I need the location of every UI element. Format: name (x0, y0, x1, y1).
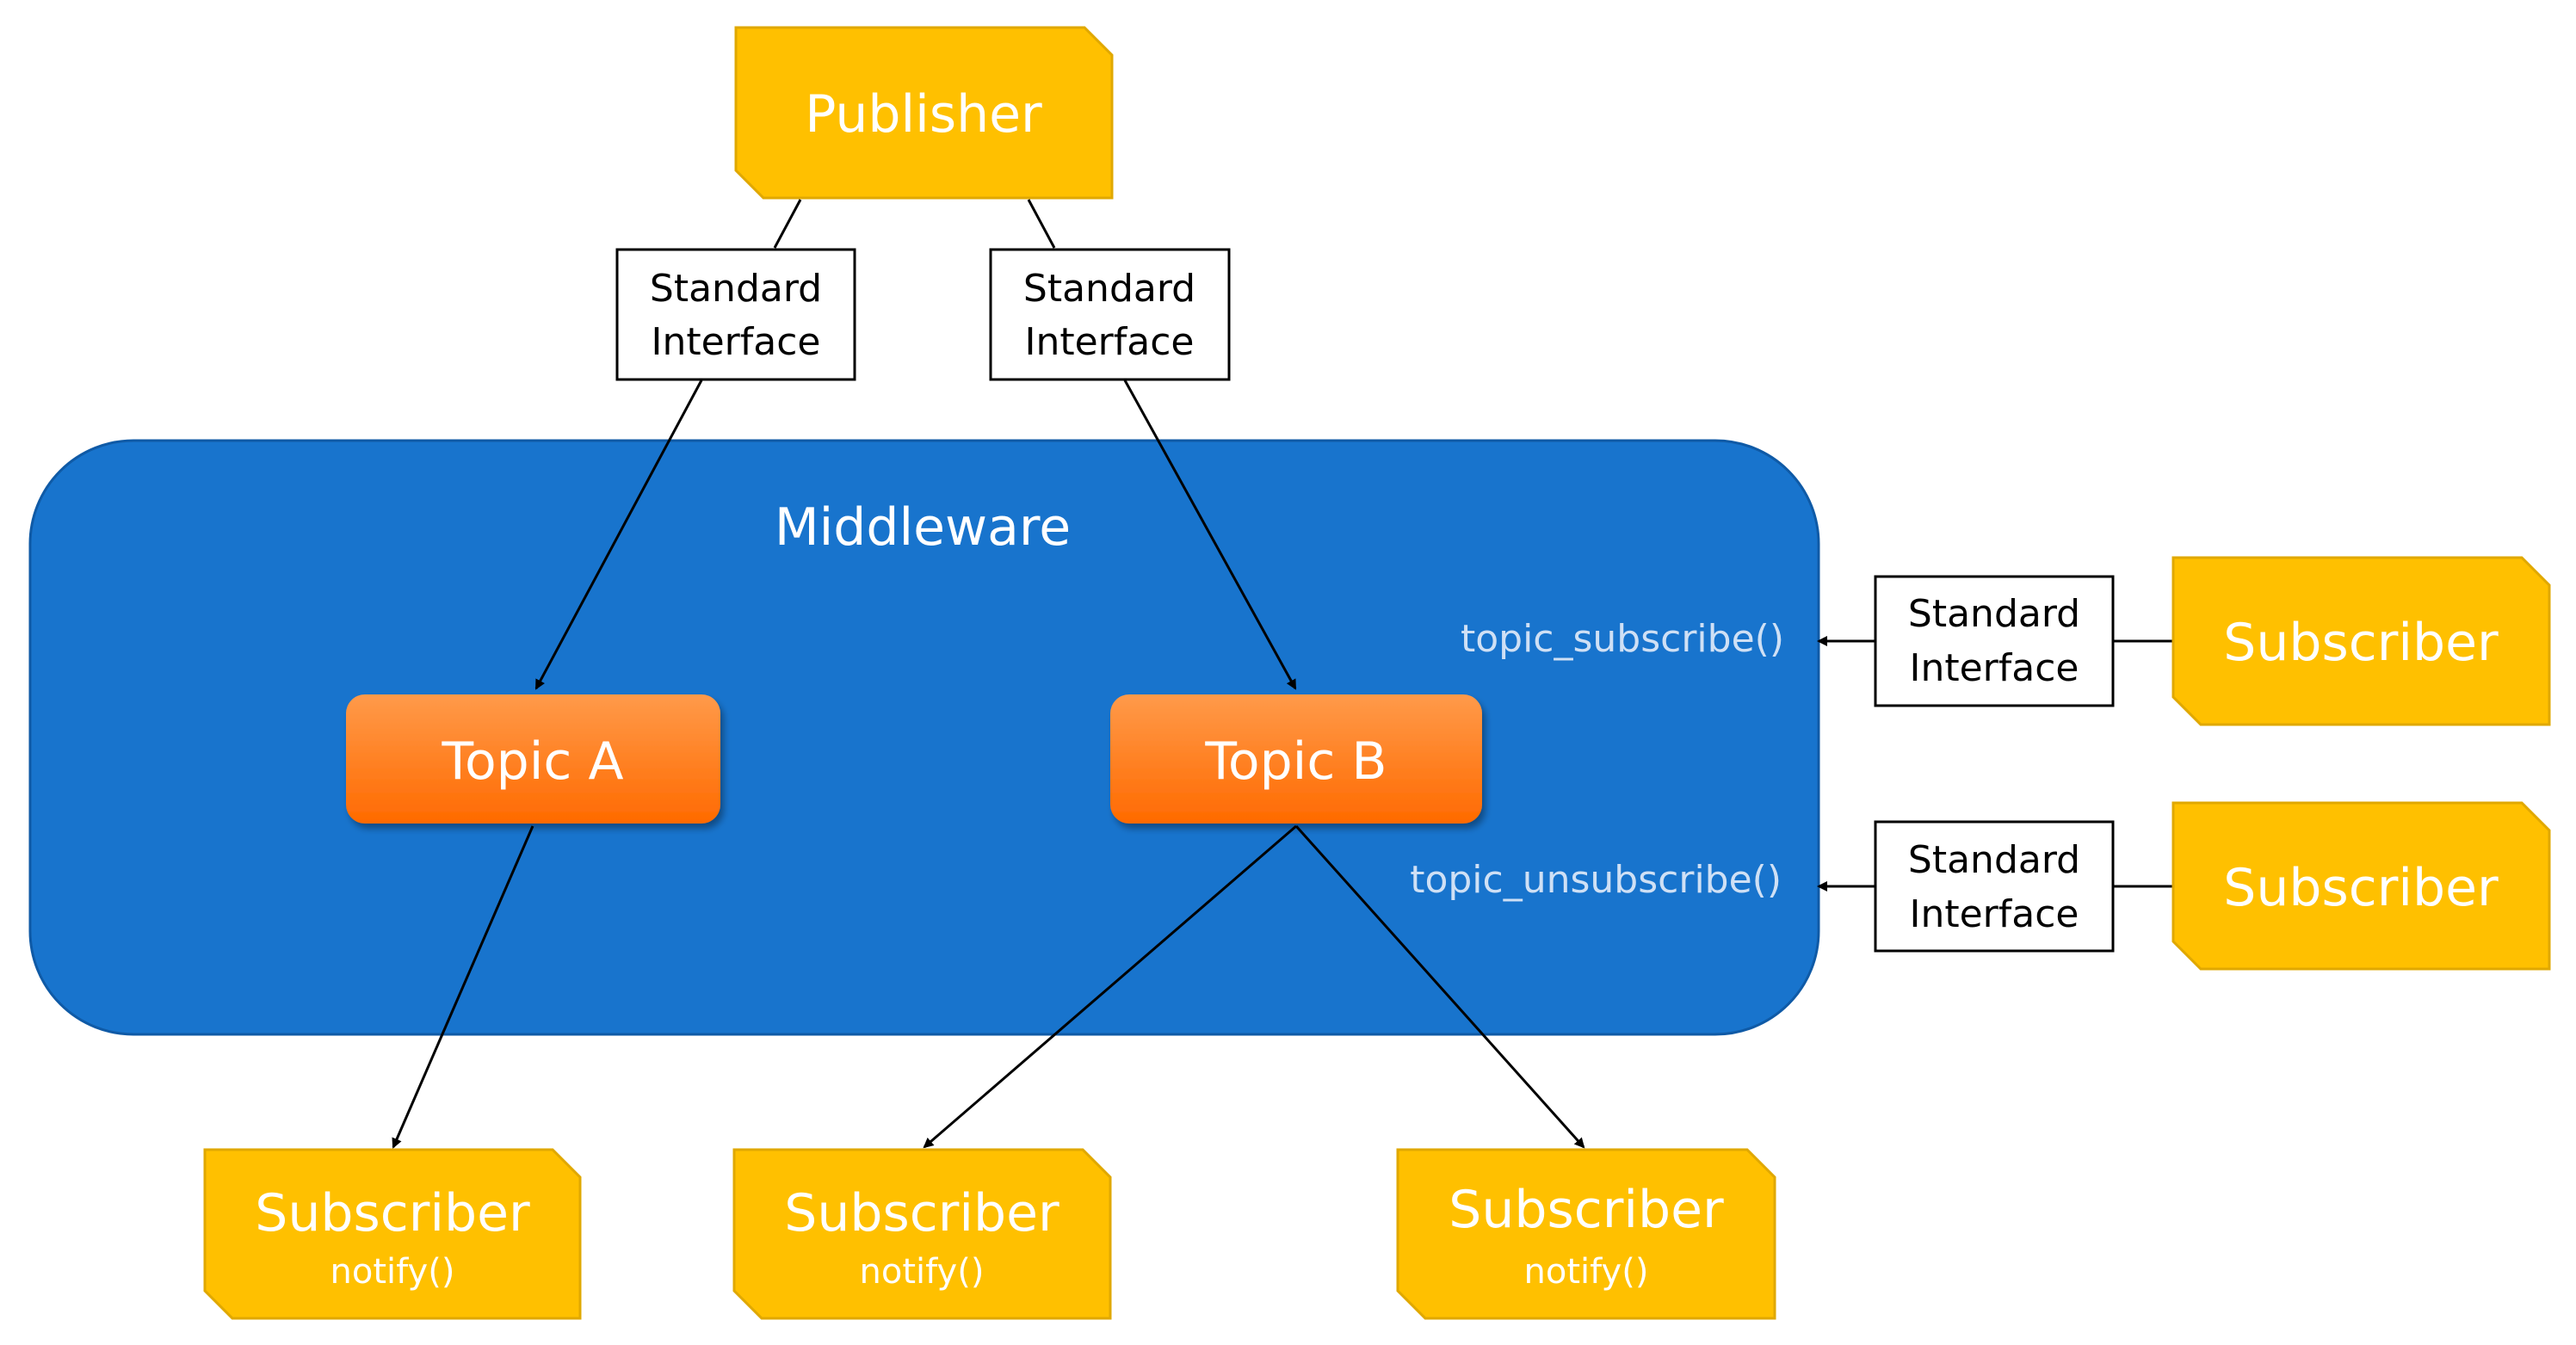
standard-interface-box-sub-2 (1874, 820, 2115, 953)
subscriber-node-right-2 (2171, 801, 2551, 971)
middleware-label: Middleware (775, 497, 1071, 558)
topic-a-to-subscriber-arrow (392, 825, 534, 1149)
subscriber-notify-label: notify() (330, 1252, 455, 1292)
publisher-label: Publisher (805, 84, 1042, 145)
interface-to-topic-b-arrow (1123, 379, 1297, 690)
standard-interface-line1: Standard (1908, 592, 2080, 636)
subscriber-node-right-1 (2171, 556, 2551, 726)
topic-a-label: Topic A (441, 731, 623, 792)
topic-b-to-subscriber-3-arrow (1294, 824, 1585, 1149)
publisher-node (734, 26, 1114, 200)
subscriber-notify-label: notify() (860, 1252, 985, 1292)
standard-interface-line2: Interface (652, 320, 821, 364)
topic-b-node (1110, 694, 1482, 824)
subscriber-label: Subscriber (2223, 858, 2499, 918)
subscriber-label: Subscriber (784, 1183, 1059, 1243)
interface-to-topic-a-arrow (534, 379, 703, 690)
middleware-container (28, 439, 1820, 1036)
subscriber-node-bottom-3 (1396, 1148, 1776, 1320)
topic-unsubscribe-label: topic_unsubscribe() (1410, 858, 1782, 902)
topic-b-label: Topic B (1204, 731, 1387, 792)
publisher-to-interface-b-line (1027, 199, 1056, 249)
subscriber-label: Subscriber (1449, 1180, 1724, 1240)
subscriber-label: Subscriber (255, 1183, 530, 1243)
topic-b-to-subscriber-2-arrow (923, 824, 1297, 1149)
standard-interface-line2: Interface (1025, 320, 1195, 364)
topic-a-node (346, 694, 720, 824)
standard-interface-line2: Interface (1910, 646, 2079, 690)
topic-subscribe-label: topic_subscribe() (1461, 617, 1784, 661)
subscriber-node-bottom-2 (732, 1148, 1112, 1320)
standard-interface-line1: Standard (1908, 838, 2080, 882)
standard-interface-box-pub-b (989, 248, 1231, 381)
publisher-to-interface-a-line (773, 199, 802, 249)
standard-interface-box-pub-a (615, 248, 856, 381)
standard-interface-line2: Interface (1910, 892, 2079, 936)
subscriber-notify-label: notify() (1524, 1252, 1649, 1292)
subscriber-node-bottom-1 (203, 1148, 582, 1320)
standard-interface-line1: Standard (1023, 267, 1195, 311)
subscriber-label: Subscriber (2223, 613, 2499, 673)
standard-interface-line1: Standard (650, 267, 822, 311)
